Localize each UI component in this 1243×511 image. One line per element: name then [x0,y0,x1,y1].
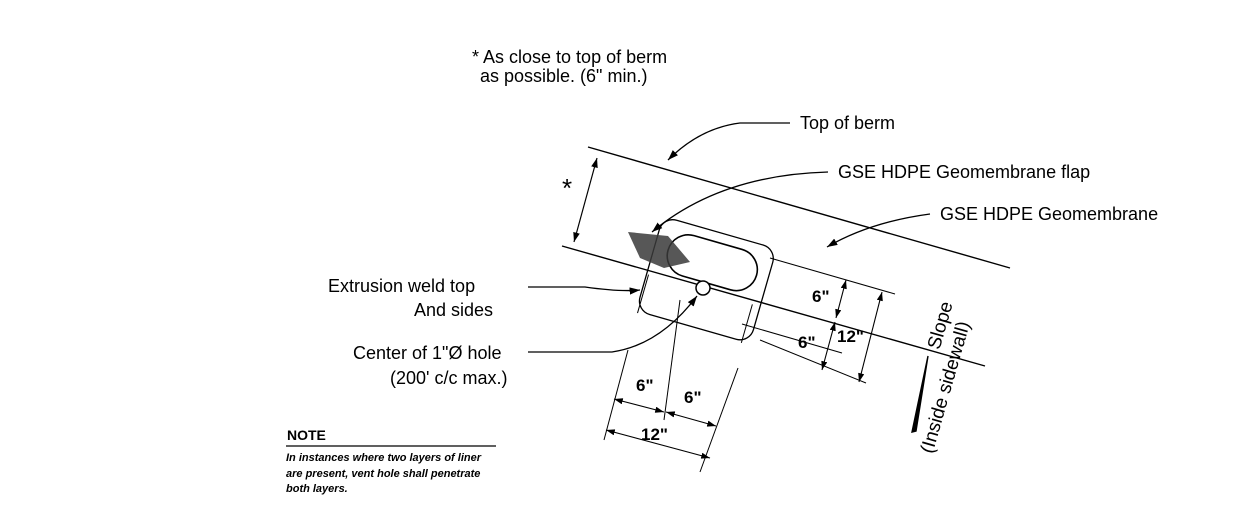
label-extrusion-line1: Extrusion weld top [328,276,476,296]
dim-label-bottom-12: 12" [641,425,668,444]
flap-hatch [628,232,690,268]
label-geomembrane: GSE HDPE Geomembrane [940,204,1159,224]
dim-right-upper [835,279,847,319]
dim-right-lower [821,321,836,371]
label-center-line2: (200' c/c max.) [390,368,508,388]
right-extension-top [769,257,896,295]
dim-label-right-12: 12" [837,327,864,346]
note-title: NOTE [287,427,326,443]
dim-bottom-12 [605,429,711,459]
dim-bottom-left [613,398,665,413]
top-of-berm-line [587,146,1011,269]
geomembrane-line [561,245,986,367]
asterisk-dimension-line [573,157,598,243]
leader-center-hole [528,295,698,353]
asterisk-marker: * [562,173,573,203]
dim-label-bottom-right: 6" [684,388,702,407]
leader-geomembrane [826,213,931,248]
leader-top-of-berm [667,122,790,161]
dim-label-right-upper: 6" [812,287,830,306]
vent-hole [695,280,711,296]
label-center-line1: Center of 1"Ø hole [353,343,502,363]
dim-label-bottom-left: 6" [636,376,654,395]
note-body: In instances where two layers of liner a… [286,452,482,495]
leader-extrusion [528,286,641,295]
top-note-line2: as possible. (6" min.) [480,66,648,86]
top-note-line1: * As close to top of berm [472,47,668,67]
leader-flap [651,171,829,233]
label-flap: GSE HDPE Geomembrane flap [838,162,1091,182]
slope-arrow [911,355,929,433]
label-extrusion-line2: And sides [414,300,494,320]
dim-label-right-lower: 6" [798,333,816,352]
label-top-of-berm: Top of berm [800,113,896,133]
bottom-extension-left [603,349,629,441]
bottom-extension-center [663,299,681,421]
right-extension-bottom [759,339,867,384]
dim-bottom-right [665,411,717,427]
dim-right-12 [858,291,883,383]
right-extension-mid [741,323,843,354]
